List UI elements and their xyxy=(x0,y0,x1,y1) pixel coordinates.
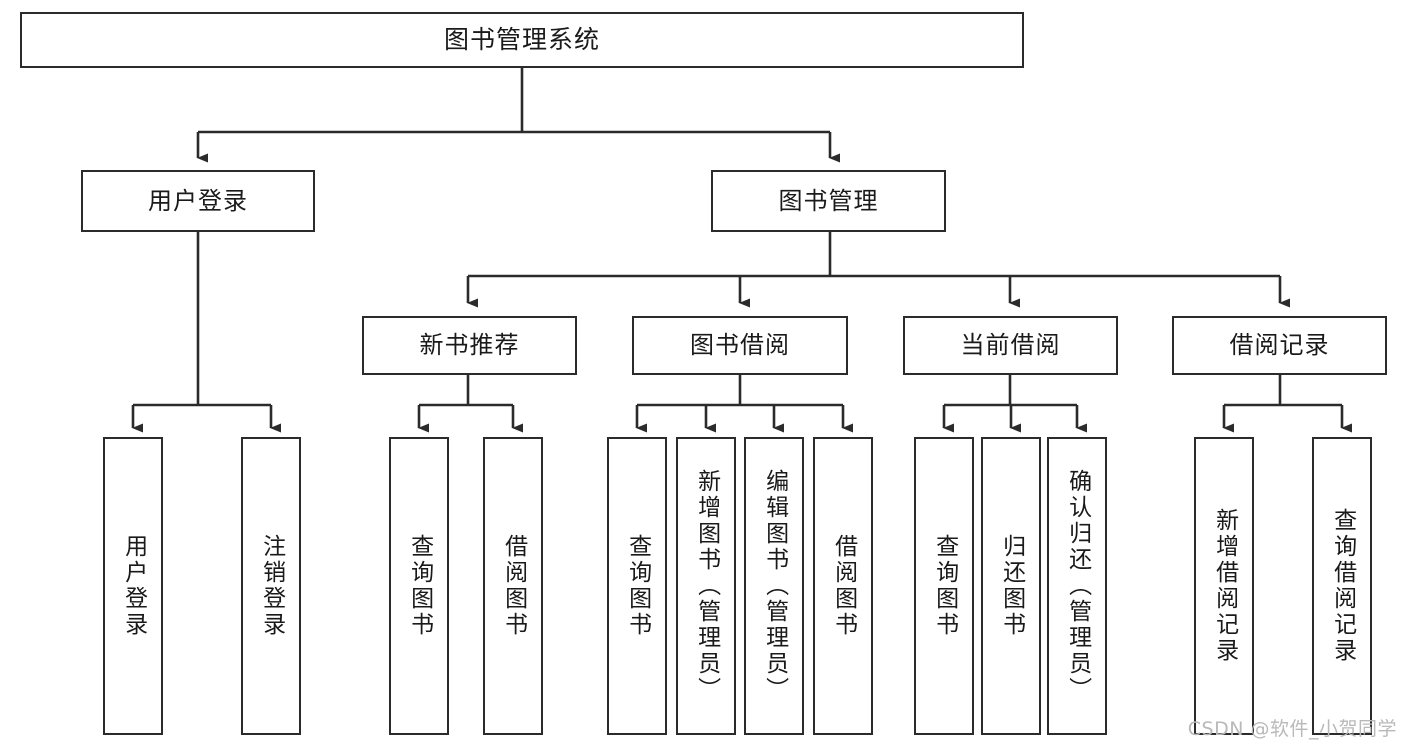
node-label: 查询图书 xyxy=(624,534,651,638)
node-label: 图书管理 xyxy=(778,186,879,215)
node-label: 编辑图书（管理员） xyxy=(761,469,788,703)
leaf-borrow-add-book-admin[interactable]: 新增图书（管理员） xyxy=(676,437,736,735)
node-label: 注销登录 xyxy=(258,534,285,638)
node-label: 归还图书 xyxy=(998,534,1025,638)
node-label: 新增图书（管理员） xyxy=(693,469,720,703)
node-label: 借阅图书 xyxy=(500,534,527,638)
leaf-borrow-edit-book-admin[interactable]: 编辑图书（管理员） xyxy=(744,437,804,735)
leaf-record-add-record[interactable]: 新增借阅记录 xyxy=(1194,437,1254,735)
node-label: 查询图书 xyxy=(406,534,433,638)
watermark: CSDN @软件_小贺同学 xyxy=(1187,718,1397,740)
leaf-new-book-borrow[interactable]: 借阅图书 xyxy=(483,437,543,735)
leaf-user-login-logout[interactable]: 注销登录 xyxy=(241,437,301,735)
node-current-borrow[interactable]: 当前借阅 xyxy=(903,316,1118,375)
node-user-login[interactable]: 用户登录 xyxy=(81,170,315,232)
leaf-borrow-query-book[interactable]: 查询图书 xyxy=(607,437,667,735)
node-label: 借阅图书 xyxy=(830,534,857,638)
node-label: 用户登录 xyxy=(120,534,147,638)
leaf-record-query-record[interactable]: 查询借阅记录 xyxy=(1312,437,1372,735)
node-book-borrow[interactable]: 图书借阅 xyxy=(632,316,848,375)
node-label: 查询图书 xyxy=(931,534,958,638)
node-borrow-record[interactable]: 借阅记录 xyxy=(1172,316,1387,375)
node-new-book-recommend[interactable]: 新书推荐 xyxy=(362,316,577,375)
node-label: 新书推荐 xyxy=(419,331,520,360)
node-label: 新增借阅记录 xyxy=(1211,508,1238,664)
leaf-user-login-login[interactable]: 用户登录 xyxy=(103,437,163,735)
node-label: 图书管理系统 xyxy=(443,25,600,54)
node-label: 图书借阅 xyxy=(690,331,790,360)
node-root-system[interactable]: 图书管理系统 xyxy=(20,12,1024,68)
node-label: 确认归还（管理员） xyxy=(1064,469,1091,703)
node-label: 查询借阅记录 xyxy=(1329,508,1356,664)
node-label: 借阅记录 xyxy=(1229,331,1330,360)
node-label: 用户登录 xyxy=(148,186,248,215)
leaf-current-confirm-return-admin[interactable]: 确认归还（管理员） xyxy=(1047,437,1107,735)
leaf-new-book-query[interactable]: 查询图书 xyxy=(389,437,449,735)
leaf-borrow-borrow-book[interactable]: 借阅图书 xyxy=(813,437,873,735)
node-book-management[interactable]: 图书管理 xyxy=(711,170,946,232)
leaf-current-return-book[interactable]: 归还图书 xyxy=(981,437,1041,735)
leaf-current-query-book[interactable]: 查询图书 xyxy=(914,437,974,735)
node-label: 当前借阅 xyxy=(960,331,1061,360)
